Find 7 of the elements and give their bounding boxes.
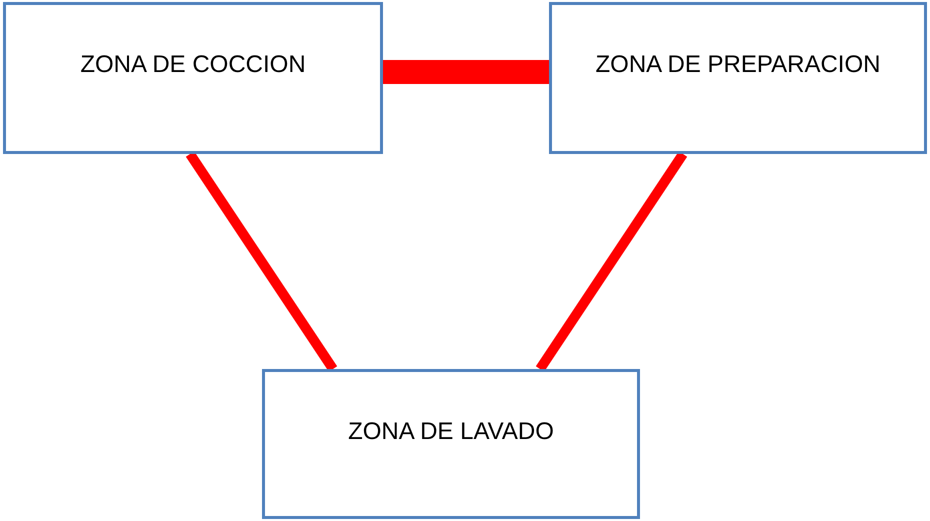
connector-line — [383, 60, 549, 84]
zone-box — [3, 2, 383, 154]
zone-box — [262, 369, 640, 519]
zone-label: ZONA DE LAVADO — [348, 417, 554, 447]
zone-label: ZONA DE PREPARACION — [596, 50, 880, 80]
zone-label: ZONA DE COCCION — [80, 50, 306, 80]
zone-box — [549, 2, 927, 154]
